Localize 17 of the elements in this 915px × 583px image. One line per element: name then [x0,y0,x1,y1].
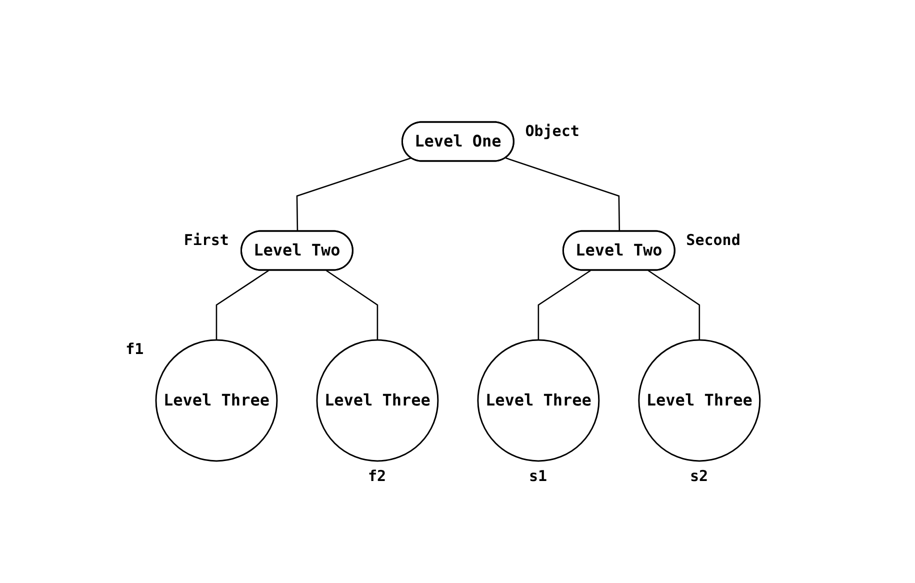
connector [215,270,269,340]
connector [296,157,411,232]
node-caption: s1 [528,466,548,485]
node-circle: Level Three [154,339,278,462]
node-caption: f2 [368,466,386,485]
node-circle: Level Three [476,339,600,462]
node-circle: Level Three [638,339,760,462]
node-caption: s2 [690,466,708,485]
node-caption: Second [686,231,740,250]
connector [505,157,620,232]
node-caption: First [184,231,229,250]
node-circle: Level Three [316,339,438,462]
node-caption: f1 [126,340,144,358]
connector [325,270,378,340]
connector [647,270,700,340]
node-caption: Object [525,122,580,140]
connector [537,270,591,340]
